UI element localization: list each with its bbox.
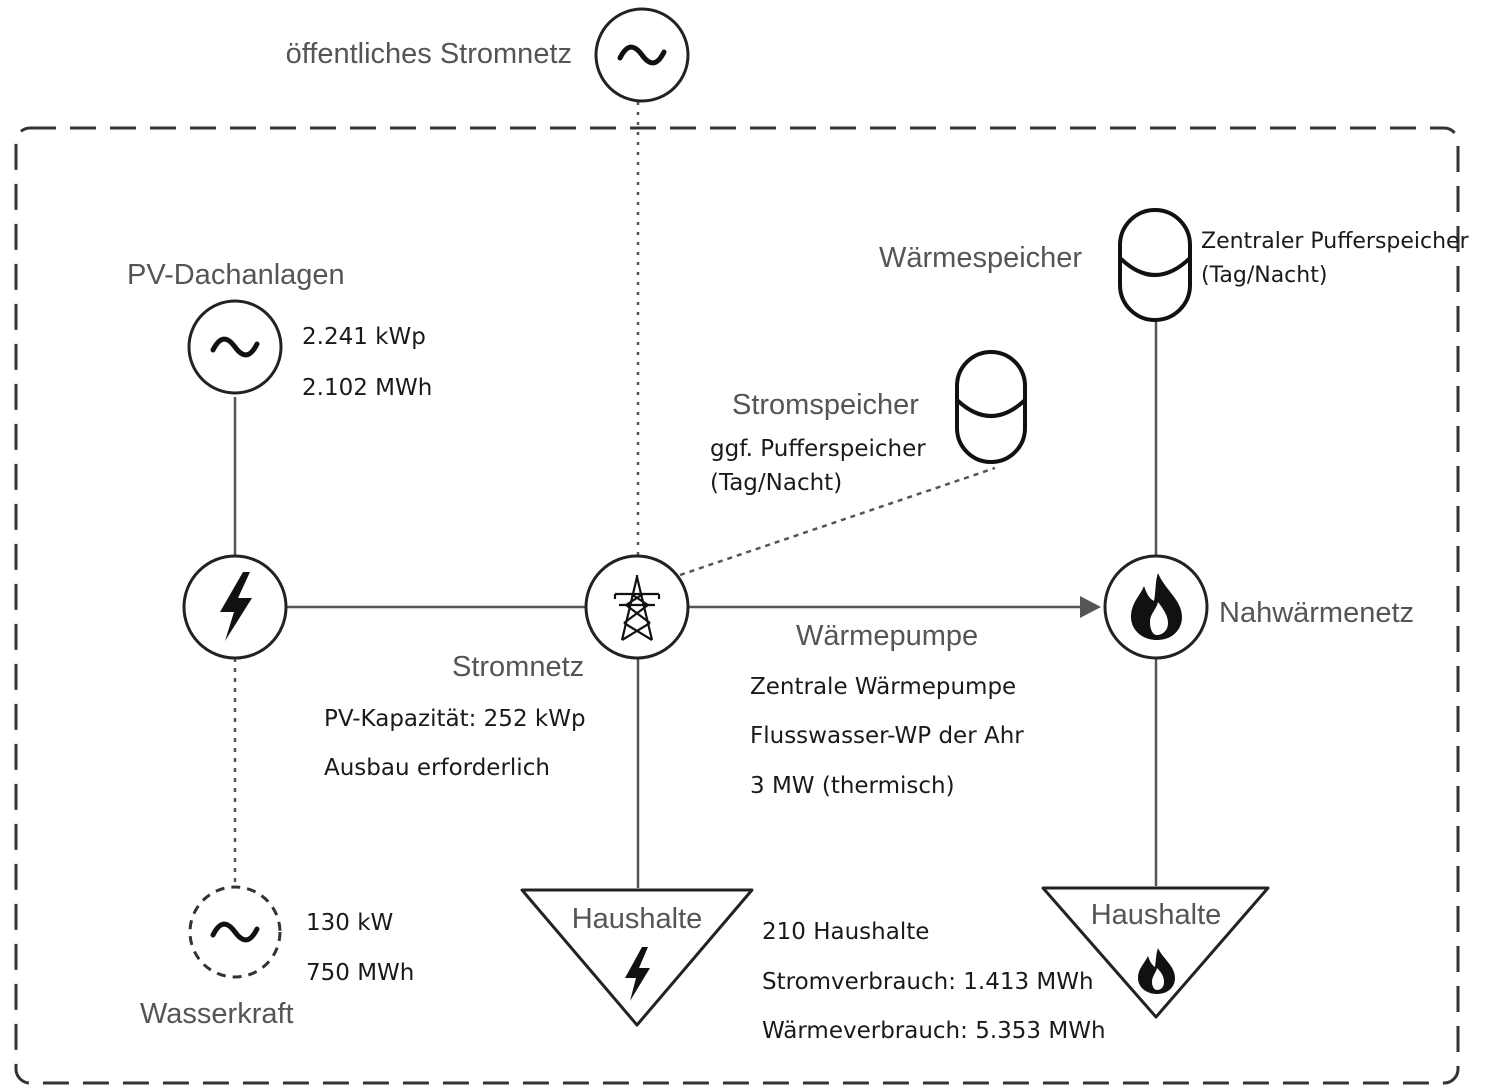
stromnetz-label: Stromnetz	[452, 651, 584, 683]
pv-energy: 2.102 MWh	[302, 375, 432, 401]
households-heat-consumption: Wärmeverbrauch: 5.353 MWh	[762, 1018, 1106, 1044]
households-power-label: Haushalte	[572, 903, 703, 935]
households-heat-node	[1041, 886, 1270, 1019]
stromnetz-capacity-note: PV-Kapazität: 252 kWp	[324, 706, 586, 732]
waermepumpe-label: Wärmepumpe	[796, 620, 978, 652]
households-heat-label: Haushalte	[1091, 899, 1222, 931]
waermespeicher-note-2: (Tag/Nacht)	[1201, 263, 1327, 288]
storage-cylinder-icon	[1118, 208, 1192, 322]
stromnetz-expansion-note: Ausbau erforderlich	[324, 755, 550, 781]
waermespeicher-label: Wärmespeicher	[879, 242, 1082, 274]
hydro-capacity: 130 kW	[306, 910, 393, 936]
lightning-bolt-icon	[220, 572, 252, 641]
households-count: 210 Haushalte	[762, 919, 929, 945]
flame-icon	[1131, 573, 1182, 640]
pv-label: PV-Dachanlagen	[127, 259, 345, 291]
nahwaermenetz-label: Nahwärmenetz	[1219, 597, 1414, 629]
stromspeicher-note-2: (Tag/Nacht)	[710, 470, 842, 496]
waermepumpe-line-3: 3 MW (thermisch)	[750, 773, 955, 799]
stromspeicher-note-1: ggf. Pufferspeicher	[710, 436, 926, 462]
stromnetz-node	[584, 554, 690, 660]
lightning-bolt-icon	[625, 947, 650, 1001]
arrow-head	[1080, 596, 1101, 618]
system-boundary	[14, 126, 1460, 1085]
waermepumpe-line-1: Zentrale Wärmepumpe	[750, 674, 1016, 700]
hydro-energy: 750 MWh	[306, 960, 414, 986]
pv-capacity: 2.241 kWp	[302, 324, 426, 350]
storage-cylinder-icon	[955, 350, 1027, 464]
transmission-tower-icon	[613, 575, 661, 641]
ac-tilde-icon	[210, 336, 260, 358]
ac-tilde-icon	[210, 921, 260, 943]
waermepumpe-line-2: Flusswasser-WP der Ahr	[750, 723, 1024, 749]
ac-tilde-icon	[617, 44, 667, 66]
households-power-consumption: Stromverbrauch: 1.413 MWh	[762, 969, 1094, 995]
hydro-label: Wasserkraft	[140, 998, 294, 1030]
grid-label: öffentliches Stromnetz	[286, 38, 572, 70]
waermespeicher-note-1: Zentraler Pufferspeicher	[1201, 229, 1470, 254]
stromspeicher-label: Stromspeicher	[732, 389, 919, 421]
flame-icon	[1138, 948, 1175, 994]
